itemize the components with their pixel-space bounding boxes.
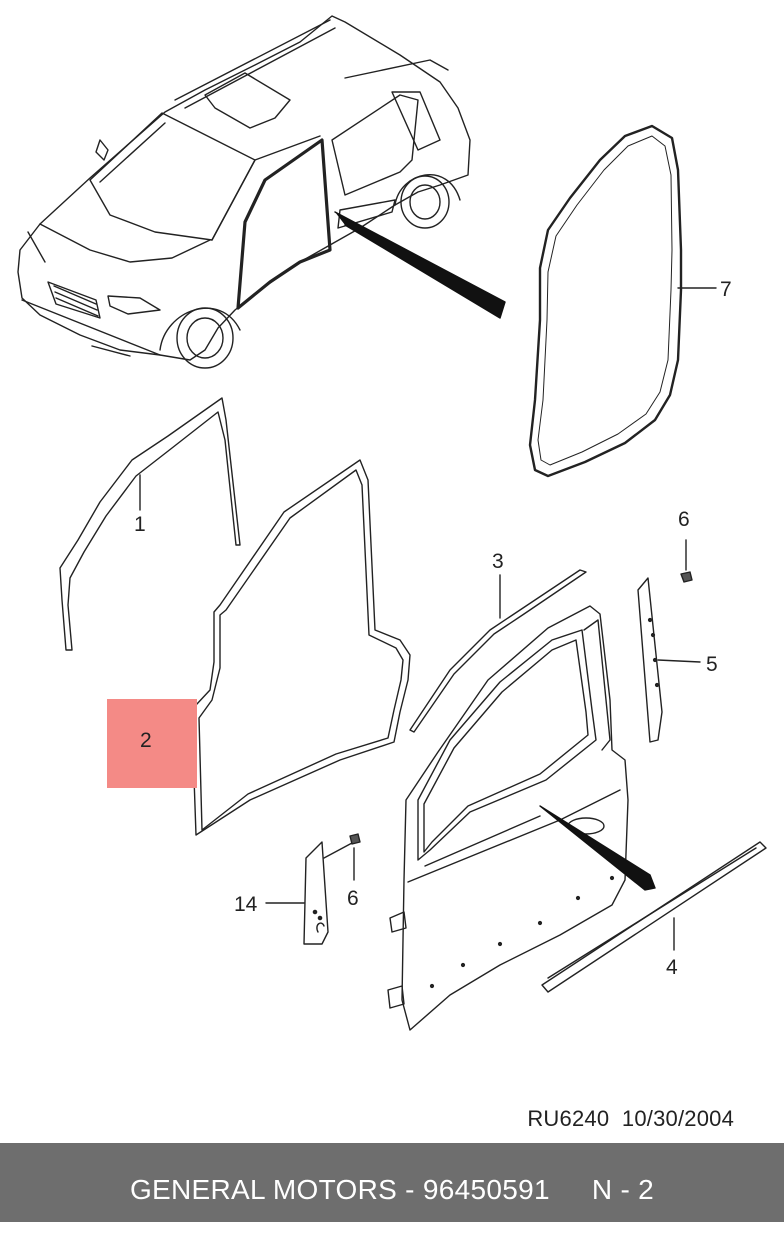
part-1-window-channel (59, 397, 241, 651)
callout-6-upper: 6 (678, 508, 690, 531)
part-6-screw-upper (680, 539, 693, 583)
callout-4: 4 (666, 956, 678, 979)
part-2-door-weatherstrip (191, 459, 411, 836)
part-6-screw-lower (323, 833, 361, 881)
door-shell (387, 605, 656, 1031)
callout-3: 3 (492, 550, 504, 573)
part-4-lower-molding (541, 841, 767, 993)
callout-6-lower: 6 (347, 887, 359, 910)
part-2-highlight (107, 699, 197, 788)
diagram-reference: RU6240 10/30/2004 (527, 1106, 734, 1132)
part-14-bracket (265, 841, 329, 945)
part-3-strip (409, 569, 587, 733)
part-7-opening-weatherstrip (528, 124, 717, 478)
callout-5: 5 (706, 653, 718, 676)
part-5-applique (637, 577, 701, 743)
footer-separator: - (397, 1174, 423, 1205)
parts-diagram: 1 2 3 4 5 6 6 7 14 (17, 15, 767, 1031)
footer-caption: GENERAL MOTORS - 96450591 N - 2 (0, 1143, 784, 1222)
car-illustration (17, 15, 506, 369)
callout-14: 14 (234, 893, 258, 916)
footer-part-number: 96450591 (422, 1174, 550, 1205)
footer-brand: GENERAL MOTORS (129, 1174, 398, 1205)
callout-7: 7 (720, 278, 732, 301)
reference-date: 10/30/2004 (621, 1106, 734, 1131)
callout-1: 1 (134, 513, 146, 536)
callout-2: 2 (140, 729, 152, 752)
footer-page: N - 2 (591, 1174, 655, 1205)
footer-bar: GENERAL MOTORS - 96450591 N - 2 (0, 1143, 784, 1222)
reference-code: RU6240 (527, 1106, 610, 1131)
